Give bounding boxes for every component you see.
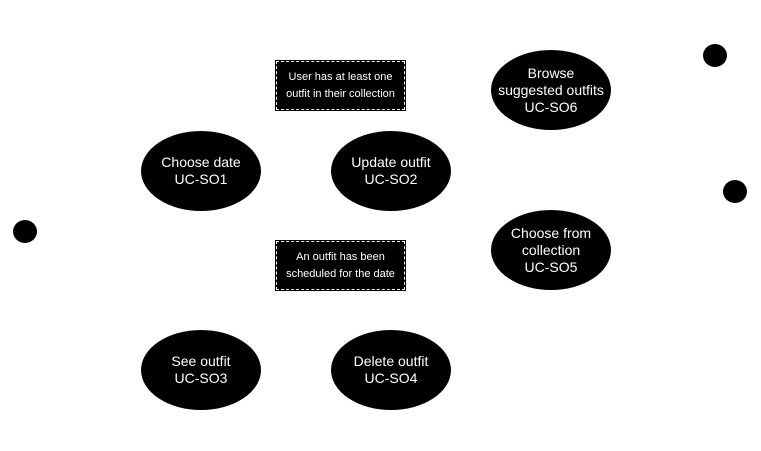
precondition-note-scheduled: An outfit has been scheduled for the dat… (275, 240, 406, 291)
use-case-label-cont: suggested outfits (498, 81, 604, 98)
use-case-label: Choose from (510, 224, 592, 241)
use-case-browse-suggested-outfits[interactable]: Browse suggested outfits UC-SO6 (491, 50, 611, 130)
use-case-label: Browse (527, 64, 575, 81)
use-case-id: UC-SO4 (364, 370, 418, 386)
use-case-id: UC-SO1 (174, 171, 228, 187)
use-case-delete-outfit[interactable]: Delete outfit UC-SO4 (331, 330, 451, 410)
use-case-choose-date[interactable]: Choose date UC-SO1 (141, 131, 261, 211)
use-case-id: UC-SO2 (364, 171, 418, 187)
note-text-line: User has at least one (288, 70, 393, 83)
use-case-label: See outfit (171, 353, 231, 369)
use-case-label: Delete outfit (353, 353, 429, 369)
use-case-id: UC-SO5 (524, 258, 578, 275)
actor-circle-right (723, 180, 747, 203)
use-case-id: UC-SO6 (524, 98, 578, 115)
precondition-note-collection: User has at least one outfit in their co… (275, 60, 406, 111)
note-text-line: scheduled for the date (286, 267, 395, 280)
use-case-choose-from-collection[interactable]: Choose from collection UC-SO5 (491, 210, 611, 290)
use-case-update-outfit[interactable]: Update outfit UC-SO2 (331, 131, 451, 211)
use-case-see-outfit[interactable]: See outfit UC-SO3 (141, 330, 261, 410)
use-case-id: UC-SO3 (174, 370, 228, 386)
note-text-line: An outfit has been (296, 250, 385, 263)
use-case-label: Choose date (161, 154, 241, 170)
use-case-label: Update outfit (351, 154, 431, 170)
use-case-label-cont: collection (521, 241, 581, 258)
actor-circle-left (13, 220, 37, 243)
note-text-line: outfit in their collection (286, 87, 395, 100)
actor-circle-top-right (703, 44, 727, 67)
